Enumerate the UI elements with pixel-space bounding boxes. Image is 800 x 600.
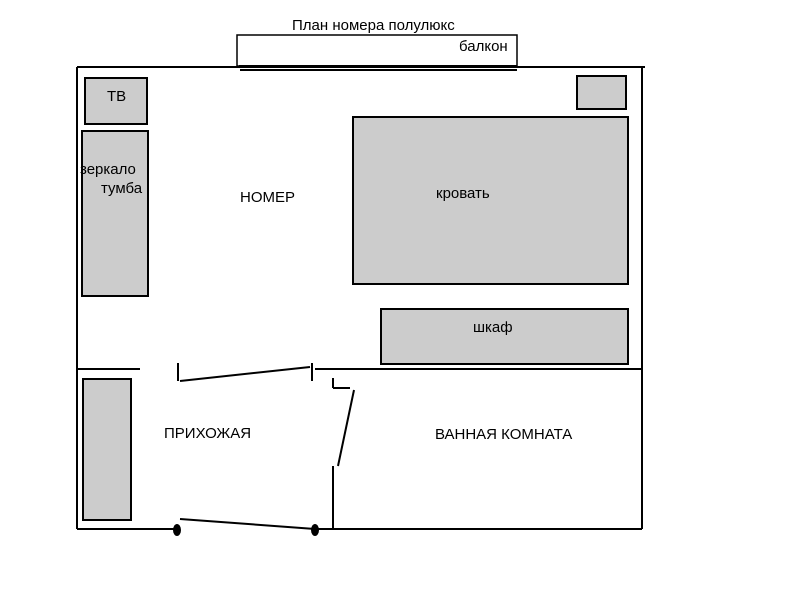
tv: ТВ	[84, 77, 148, 125]
entrance-hinge-left	[173, 524, 181, 536]
tv-label: ТВ	[107, 88, 126, 105]
bed-label: кровать	[436, 185, 490, 202]
room-door	[179, 366, 311, 382]
room-bathroom-label: ВАННАЯ КОМНАТА	[435, 426, 572, 443]
bed: кровать	[352, 116, 629, 285]
balcony-label: балкон	[459, 38, 508, 55]
bathroom-wall	[332, 378, 355, 529]
entrance-hinge-right	[311, 524, 319, 536]
room-hallway-label: ПРИХОЖАЯ	[164, 425, 251, 442]
balcony: балкон	[236, 34, 518, 71]
room-main-label: НОМЕР	[240, 189, 295, 206]
wardrobe: шкаф	[380, 308, 629, 365]
small-cabinet	[576, 75, 627, 110]
nightstand-label: тумба	[101, 180, 143, 197]
mirror-label: зеркало	[80, 161, 136, 178]
outer-walls	[76, 66, 645, 530]
entrance-door	[173, 518, 319, 536]
nightstand-box	[81, 130, 149, 297]
mirror-nightstand: зеркало тумба	[80, 130, 149, 297]
plan-title: План номера полулюкс	[292, 17, 455, 34]
balcony-outline	[236, 34, 518, 67]
partition-wall	[77, 363, 642, 382]
bath-door	[337, 389, 355, 467]
entrance-door-leaf	[179, 518, 316, 530]
hallway-closet	[82, 378, 132, 521]
wardrobe-label: шкаф	[473, 319, 513, 336]
wardrobe-box	[380, 308, 629, 365]
bed-box	[352, 116, 629, 285]
tv-box	[84, 77, 148, 125]
